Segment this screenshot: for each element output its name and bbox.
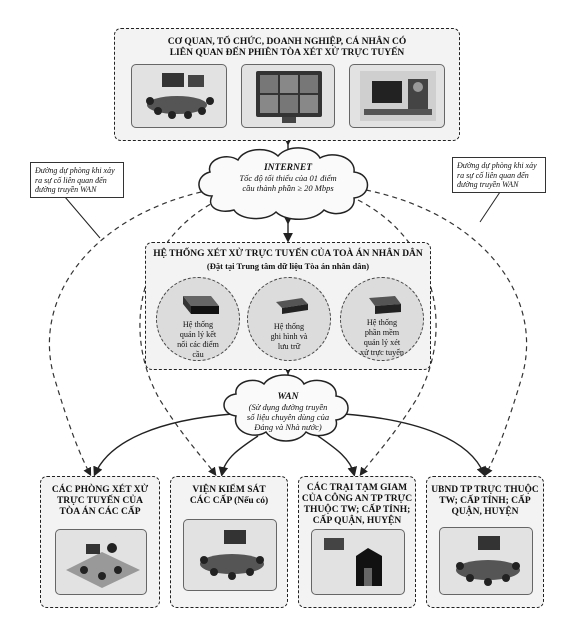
wan-desc-line2: số liệu chuyên dùng của (246, 412, 330, 422)
connection-management-circle: Hệ thống quản lý kết nối các điểm cầu (156, 277, 240, 361)
court-rooms-line2: TRỰC TUYẾN CỦA (56, 496, 144, 506)
ubnd-line3: QUẬN, HUYỆN (451, 507, 519, 517)
software-server-icon (369, 296, 401, 314)
meeting-room-image (131, 64, 227, 128)
video-call-icon (256, 71, 322, 123)
backup-line-right-inner (357, 199, 437, 476)
ubnd-line2: TW; CẤP TỈNH; CẤP (439, 496, 531, 506)
component-2-line2: ghi hình và (270, 332, 308, 341)
note-left-line3: đường truyền WAN (35, 185, 97, 195)
detention-line4: CẤP QUẬN, HUYỆN (312, 516, 402, 526)
link-wan-ubnd (343, 413, 486, 477)
note-right-pointer (479, 191, 501, 223)
component-1-line1: Hệ thống (182, 320, 214, 329)
procuracy-line2: CÁC CẤP (Nếu có) (189, 496, 269, 506)
ubnd-box: UBND TP TRỰC THUỘC TW; CẤP TỈNH; CẤP QUẬ… (426, 476, 544, 608)
software-management-circle: Hệ thống phần mềm quản lý xét xử trực tu… (340, 277, 424, 361)
note-right-line3: đường truyền WAN (457, 180, 519, 190)
meeting-room-icon (146, 73, 214, 119)
court-rooms-box: CÁC PHÒNG XÉT XỬ TRỰC TUYẾN CỦA TÒA ÁN C… (40, 476, 160, 608)
link-wan-procuracy (218, 435, 259, 477)
remote-office-image (349, 64, 445, 128)
system-box: HỆ THỐNG XÉT XỬ TRỰC TUYẾN CỦA TOÀ ÁN NH… (145, 242, 431, 370)
procuracy-box: VIỆN KIỂM SÁT CÁC CẤP (Nếu có) (170, 476, 288, 608)
internet-cloud-shape (198, 147, 369, 220)
wan-desc-line1: (Sử dụng đường truyền (248, 402, 328, 412)
note-left-line2: ra sự cố liên quan đến (35, 175, 107, 185)
system-title: HỆ THỐNG XÉT XỬ TRỰC TUYẾN CỦA TOÀ ÁN NH… (153, 249, 423, 259)
recording-storage-circle: Hệ thống ghi hình và lưu trữ (247, 277, 331, 361)
detention-line3: THUỘC TW; CẤP TỈNH; (303, 505, 411, 515)
detention-box: CÁC TRẠI TẠM GIAM CỦA CÔNG AN TP TRỰC TH… (298, 476, 416, 608)
component-2-line3: lưu trữ (277, 342, 301, 351)
court-rooms-line3: TÒA ÁN CÁC CẤP (59, 507, 141, 517)
component-1-line2: quản lý kết (179, 330, 217, 339)
component-1-line4: cầu (192, 350, 204, 359)
meeting-room-icon (456, 536, 520, 586)
note-right-line1: Đường dự phòng khi xảy (457, 161, 537, 170)
note-left-line1: Đường dự phòng khi xảy (35, 166, 115, 175)
link-wan-detention (317, 435, 358, 477)
backup-note-right: Đường dự phòng khi xảy ra sự cố liên qua… (452, 157, 546, 193)
note-right-line2: ra sự cố liên quan đến (457, 170, 529, 180)
component-3-line3: quản lý xét (363, 338, 401, 347)
top-group-box: CƠ QUAN, TỔ CHỨC, DOANH NGHIỆP, CÁ NHÂN … (114, 28, 460, 141)
procuracy-room-image (183, 519, 277, 591)
component-3-line1: Hệ thống (366, 318, 398, 327)
server-icon (183, 296, 219, 314)
component-3-line4: xử trực tuyến (360, 348, 404, 357)
procuracy-line1: VIỆN KIỂM SÁT (192, 485, 266, 495)
top-group-title-line1: CƠ QUAN, TỔ CHỨC, DOANH NGHIỆP, CÁ NHÂN … (167, 37, 407, 47)
component-2-line1: Hệ thống (273, 322, 305, 331)
detention-line1: CÁC TRẠI TẠM GIAM (306, 483, 408, 493)
internet-desc-line1: Tốc độ tối thiểu của 01 điểm (239, 173, 337, 183)
link-wan-court (93, 413, 233, 477)
video-conference-image (241, 64, 335, 128)
component-1-line3: nối các điểm (177, 340, 219, 349)
ubnd-line1: UBND TP TRỰC THUỘC (431, 485, 539, 495)
component-3-line2: phần mềm (364, 328, 400, 337)
wan-cloud-shape (223, 374, 349, 442)
ubnd-room-image (439, 527, 533, 595)
court-rooms-line1: CÁC PHÒNG XÉT XỬ (51, 485, 149, 495)
backup-line-left-outer (48, 189, 211, 477)
detention-line2: CỦA CÔNG AN TP TRỰC (301, 494, 413, 504)
meeting-room-icon (200, 530, 264, 580)
wan-desc-line3: Đảng và Nhà nước) (254, 422, 322, 432)
detention-room-icon (324, 538, 382, 586)
system-subtitle: (Đặt tại Trung tâm dữ liệu Tòa án nhân d… (206, 261, 370, 271)
courtroom-image (55, 529, 147, 595)
top-group-title-line2: LIÊN QUAN ĐẾN PHIÊN TÒA XÉT XỬ TRỰC TUYẾ… (169, 48, 405, 58)
detention-room-image (311, 529, 405, 595)
internet-label: INTERNET (263, 163, 313, 173)
note-left-pointer (64, 196, 101, 239)
remote-worker-icon (360, 71, 436, 121)
backup-line-right-outer (365, 189, 528, 477)
internet-desc-line2: cầu thành phần ≥ 20 Mbps (242, 183, 334, 193)
wan-label: WAN (277, 392, 299, 402)
courtroom-icon (66, 543, 140, 588)
storage-device-icon (276, 298, 308, 314)
backup-note-left: Đường dự phòng khi xảy ra sự cố liên qua… (30, 162, 124, 198)
